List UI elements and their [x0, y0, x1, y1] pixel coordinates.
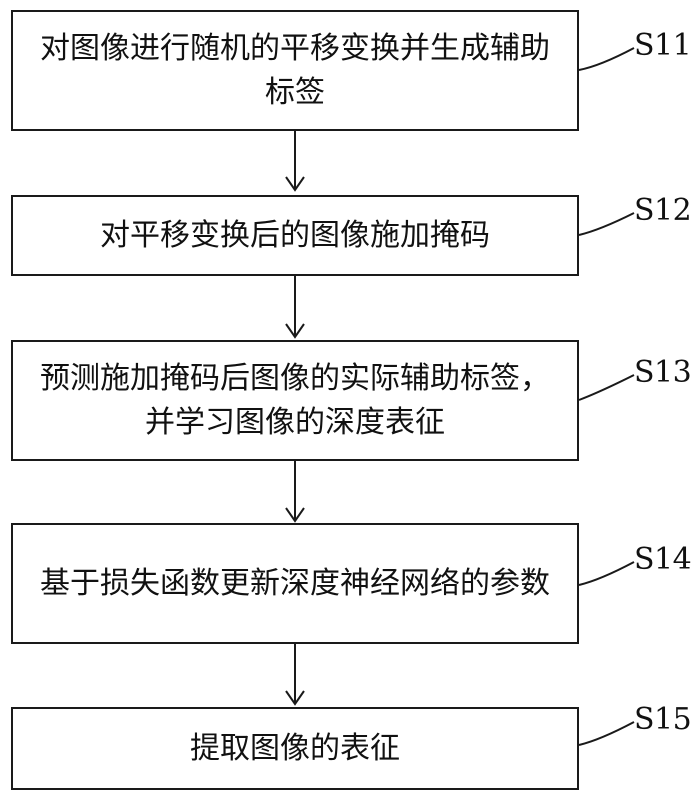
step-box-s13: 预测施加掩码后图像的实际辅助标签，并学习图像的深度表征 — [11, 340, 579, 461]
leader-line-s13 — [578, 374, 635, 401]
step-text-s14: 基于损失函数更新深度神经网络的参数 — [40, 565, 550, 601]
step-label-s14: S14 — [634, 542, 692, 577]
step-text-s11: 对图像进行随机的平移变换并生成辅助标签 — [40, 30, 550, 110]
leader-line-s15 — [578, 721, 635, 746]
flow-arrow-s13-s14 — [285, 461, 305, 523]
leader-line-s14 — [578, 561, 635, 586]
flow-arrow-s11-s12 — [285, 131, 305, 192]
step-label-s12: S12 — [634, 193, 692, 228]
flow-arrow-s14-s15 — [285, 644, 305, 706]
step-box-s11: 对图像进行随机的平移变换并生成辅助标签 — [11, 10, 579, 131]
step-label-s13: S13 — [634, 355, 692, 390]
step-box-s15: 提取图像的表征 — [11, 707, 579, 790]
step-label-s11: S11 — [634, 28, 692, 63]
leader-line-s11 — [578, 47, 635, 71]
step-text-s15: 提取图像的表征 — [190, 730, 400, 766]
step-text-s13: 预测施加掩码后图像的实际辅助标签，并学习图像的深度表征 — [40, 360, 550, 440]
step-label-s15: S15 — [634, 702, 692, 737]
flow-arrow-s12-s13 — [285, 276, 305, 339]
leader-line-s12 — [578, 212, 635, 236]
step-box-s14: 基于损失函数更新深度神经网络的参数 — [11, 523, 579, 644]
step-box-s12: 对平移变换后的图像施加掩码 — [11, 195, 579, 276]
step-text-s12: 对平移变换后的图像施加掩码 — [100, 217, 490, 253]
